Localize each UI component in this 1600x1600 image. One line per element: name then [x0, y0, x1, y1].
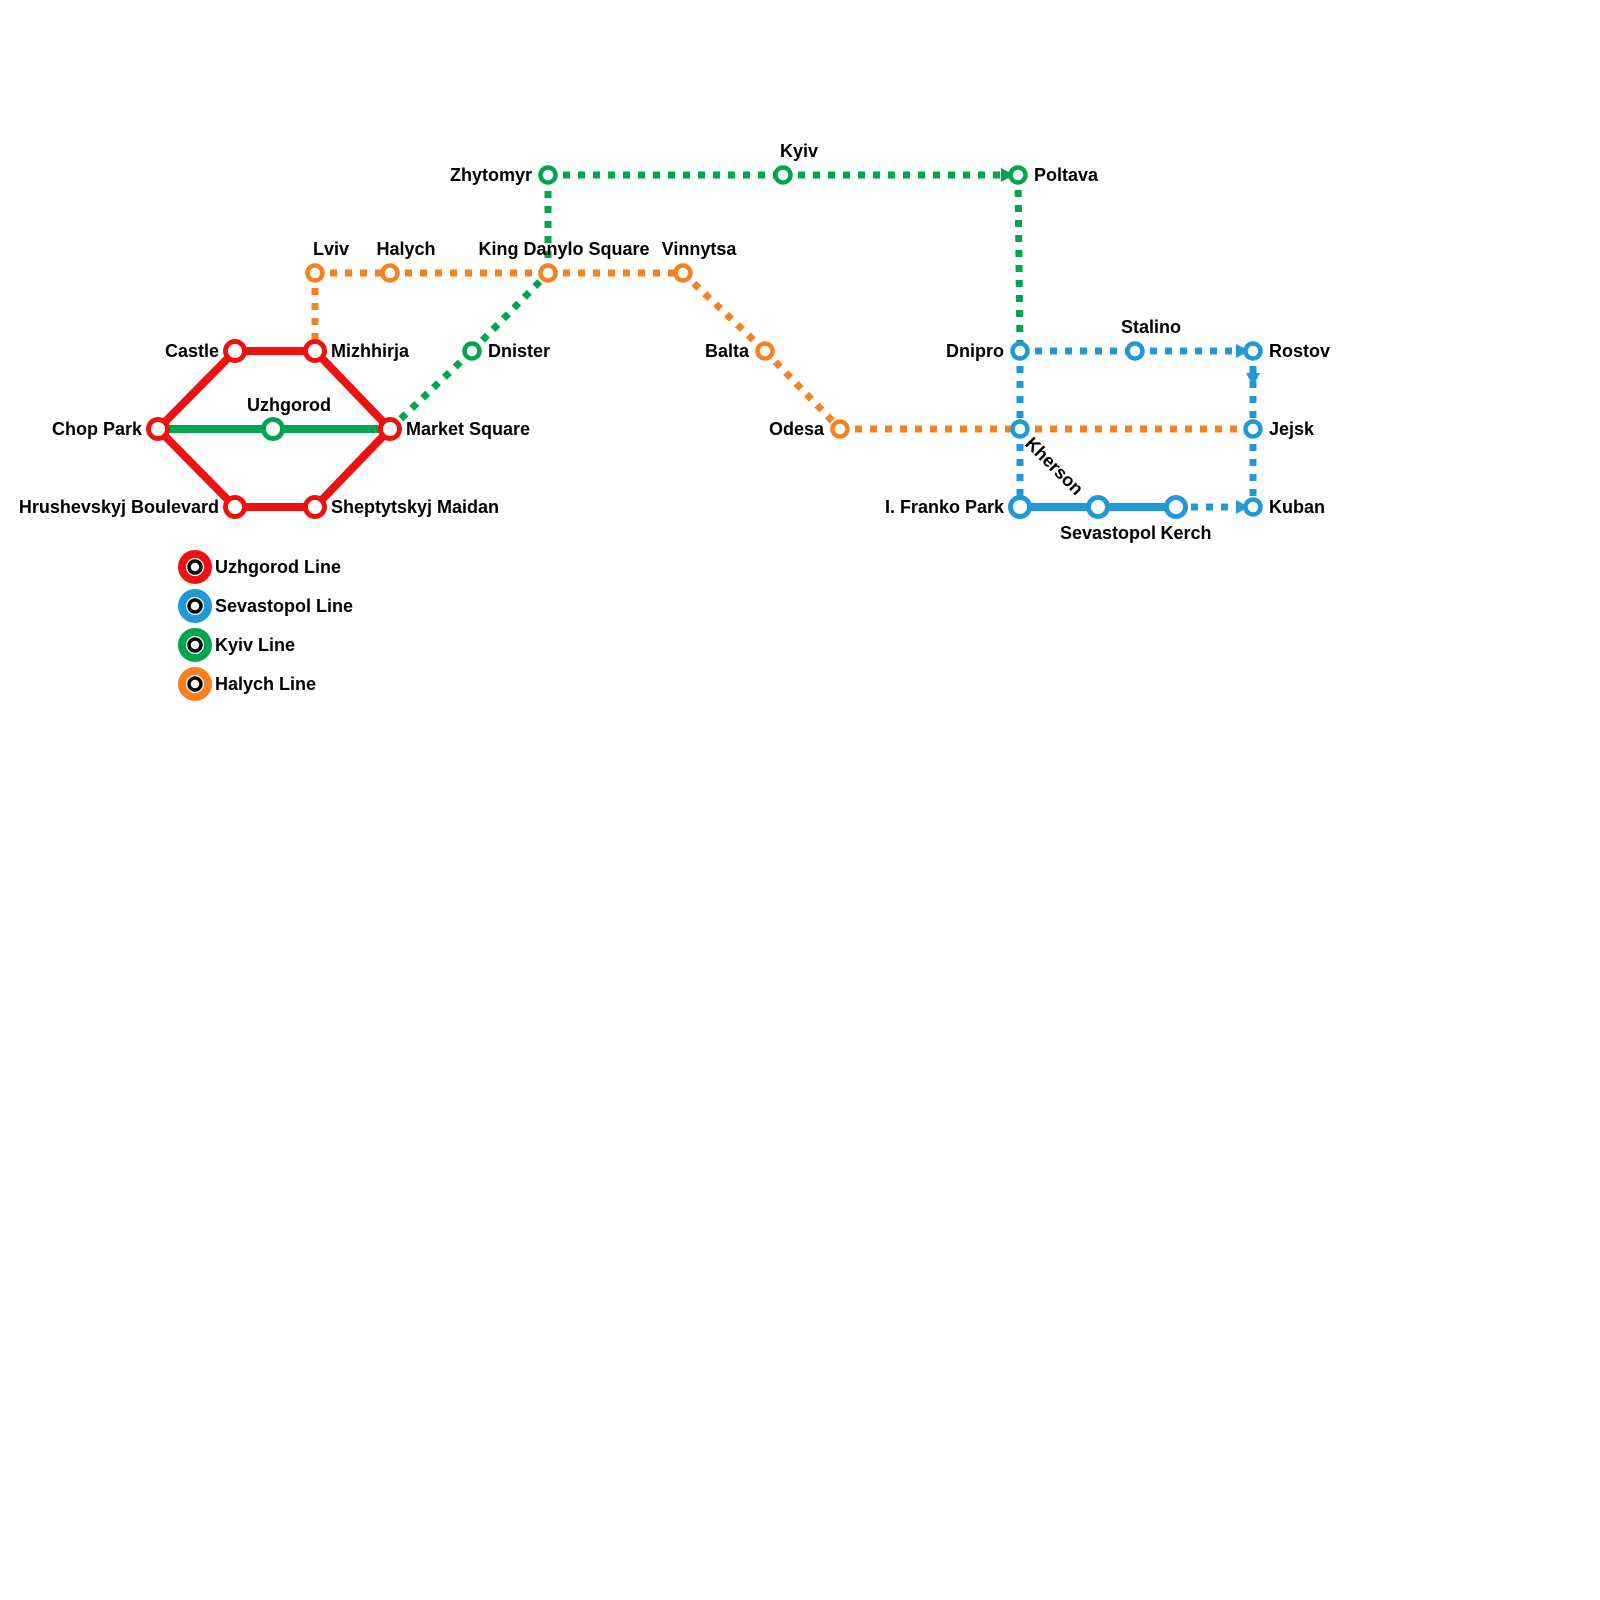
station-sevastopol — [1086, 495, 1110, 519]
station-label-hrushevskyj: Hrushevskyj Boulevard — [19, 497, 219, 517]
station-label-kherson: Kherson — [1021, 433, 1087, 499]
station-label-kerch: Kerch — [1160, 523, 1211, 543]
line-segment-red-mizhhirja-market_square — [311, 347, 394, 433]
station-kyiv — [773, 165, 793, 185]
station-chop_park — [146, 417, 170, 441]
station-label-poltava: Poltava — [1034, 165, 1099, 185]
legend-marker-inner-orange — [187, 676, 203, 692]
station-lviv — [305, 263, 325, 283]
station-label-dnipro: Dnipro — [946, 341, 1004, 361]
station-label-chop_park: Chop Park — [52, 419, 143, 439]
legend-marker-inner-green — [187, 637, 203, 653]
station-label-lviv: Lviv — [313, 239, 349, 259]
station-label-king_danylo: King Danylo Square — [478, 239, 649, 259]
station-dnister — [462, 341, 482, 361]
station-label-stalino: Stalino — [1121, 317, 1181, 337]
legend-marker-inner-blue — [187, 598, 203, 614]
station-zhytomyr — [538, 165, 558, 185]
station-label-rostov: Rostov — [1269, 341, 1330, 361]
direction-arrow-icon — [1246, 373, 1260, 386]
direction-arrow-icon — [1236, 344, 1249, 358]
line-segment-red-hrushevskyj-chop_park — [154, 425, 239, 511]
station-franko — [1008, 495, 1032, 519]
station-kuban — [1243, 497, 1263, 517]
line-segment-orange-vinnytsa-balta — [680, 270, 768, 354]
legend-label-blue: Sevastopol Line — [215, 596, 353, 616]
station-label-dnister: Dnister — [488, 341, 550, 361]
station-label-franko: I. Franko Park — [885, 497, 1005, 517]
station-label-balta: Balta — [705, 341, 750, 361]
line-segment-green-poltava-dnipro — [1014, 174, 1024, 352]
station-market_square — [378, 417, 402, 441]
line-segment-green-dnister-king_danylo — [469, 270, 551, 354]
station-label-zhytomyr: Zhytomyr — [450, 165, 532, 185]
station-stalino — [1125, 341, 1145, 361]
station-halych — [380, 263, 400, 283]
station-label-sheptytskyj: Sheptytskyj Maidan — [331, 497, 499, 517]
station-hrushevskyj — [223, 495, 247, 519]
legend-label-red: Uzhgorod Line — [215, 557, 341, 577]
station-poltava — [1008, 165, 1028, 185]
station-kerch — [1164, 495, 1188, 519]
station-label-halych: Halych — [376, 239, 435, 259]
station-label-kyiv: Kyiv — [780, 141, 818, 161]
direction-arrow-icon — [1236, 500, 1249, 514]
station-dnipro — [1010, 341, 1030, 361]
station-label-vinnytsa: Vinnytsa — [662, 239, 738, 259]
station-odesa — [830, 419, 850, 439]
station-label-odesa: Odesa — [769, 419, 825, 439]
station-vinnytsa — [673, 263, 693, 283]
legend-label-green: Kyiv Line — [215, 635, 295, 655]
line-segment-red-market_square-sheptytskyj — [311, 425, 394, 511]
station-label-jejsk: Jejsk — [1269, 419, 1315, 439]
direction-arrow-icon — [1001, 168, 1014, 182]
legend-marker-inner-red — [187, 559, 203, 575]
station-uzhgorod — [261, 417, 285, 441]
legend-label-orange: Halych Line — [215, 674, 316, 694]
station-kherson — [1010, 419, 1030, 439]
line-segment-orange-balta-odesa — [762, 348, 843, 432]
station-label-sevastopol: Sevastopol — [1060, 523, 1156, 543]
station-label-market_square: Market Square — [406, 419, 530, 439]
station-king_danylo — [538, 263, 558, 283]
station-label-uzhgorod: Uzhgorod — [247, 395, 331, 415]
station-mizhhirja — [303, 339, 327, 363]
station-balta — [755, 341, 775, 361]
station-label-kuban: Kuban — [1269, 497, 1325, 517]
line-segment-red-chop_park-castle — [154, 347, 239, 433]
line-segment-green-market_square-dnister — [387, 348, 475, 432]
station-rostov — [1243, 341, 1263, 361]
station-castle — [223, 339, 247, 363]
station-label-mizhhirja: Mizhhirja — [331, 341, 410, 361]
station-label-castle: Castle — [165, 341, 219, 361]
station-jejsk — [1243, 419, 1263, 439]
station-sheptytskyj — [303, 495, 327, 519]
